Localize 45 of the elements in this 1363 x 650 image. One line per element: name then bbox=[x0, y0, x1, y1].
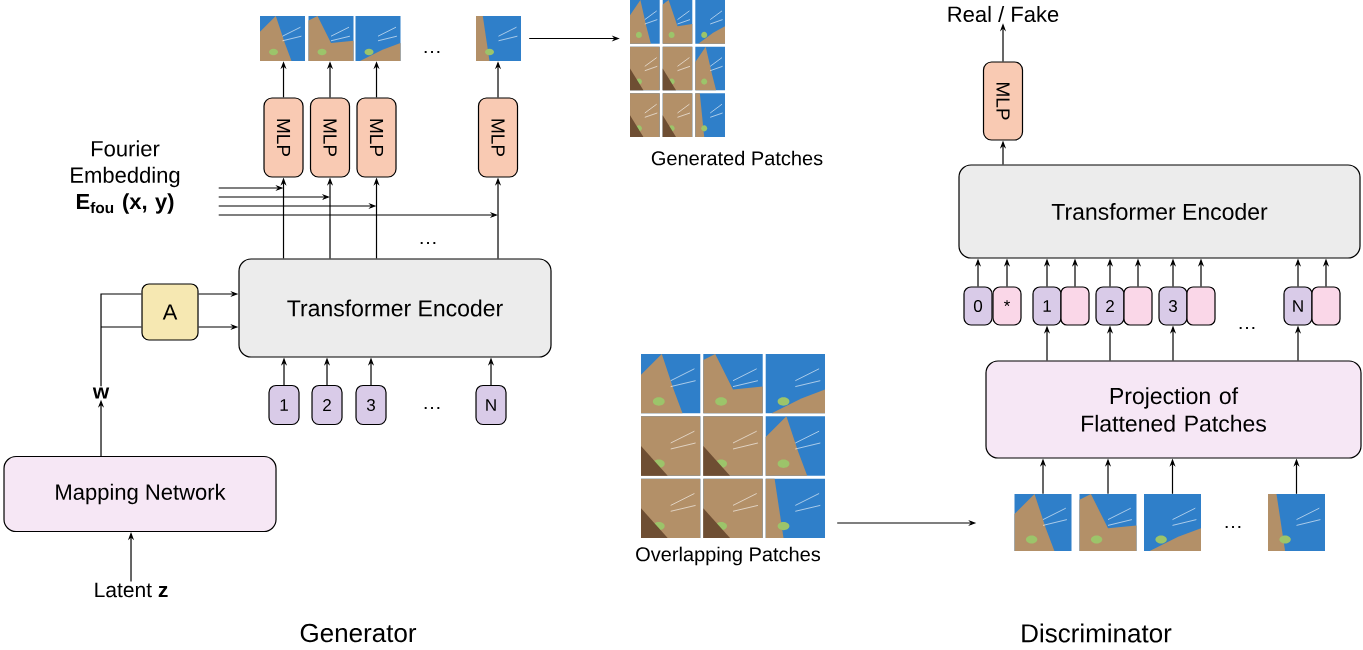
input-label: Latent z bbox=[95, 582, 168, 598]
mlp-box: MLP bbox=[477, 97, 519, 178]
token-box: * bbox=[992, 286, 1022, 326]
affine-box: A bbox=[141, 283, 199, 341]
text-label: … bbox=[1225, 525, 1241, 529]
token-box: 2 bbox=[1095, 286, 1125, 326]
mlp-box: MLP bbox=[263, 97, 304, 178]
text-label: … bbox=[424, 50, 440, 54]
arrow bbox=[100, 293, 142, 387]
encoder-box: Transformer Encoder bbox=[238, 258, 552, 358]
token-box bbox=[1060, 286, 1090, 326]
text-label: … bbox=[424, 406, 440, 410]
mlp-box: MLP bbox=[356, 97, 397, 178]
text-label: Generator bbox=[300, 623, 417, 643]
token-box: N bbox=[1283, 286, 1313, 326]
text-label: Discriminator bbox=[1022, 623, 1172, 643]
token-box bbox=[1311, 286, 1341, 326]
figure-caption: Overlapping Patches bbox=[636, 546, 821, 566]
token-box: 3 bbox=[355, 384, 387, 426]
encoder-box: Transformer Encoder bbox=[958, 164, 1361, 259]
mlp-box: MLP bbox=[309, 97, 351, 178]
projection-box: Projection of Flattened Patches bbox=[985, 360, 1362, 459]
token-box: 1 bbox=[268, 384, 300, 426]
token-box bbox=[1186, 286, 1216, 326]
token-box: 1 bbox=[1032, 286, 1062, 326]
vector-label: w bbox=[92, 387, 110, 399]
patch-image bbox=[260, 16, 305, 61]
embedding-label: Fourier Embedding E$_{fou}$ (x, y) bbox=[71, 140, 180, 214]
text-label: … bbox=[1239, 326, 1255, 330]
mapping-network-box: Mapping Network bbox=[3, 455, 277, 533]
patch-image bbox=[1014, 494, 1072, 551]
figure-caption: Generated Patches bbox=[651, 150, 823, 166]
token-box: N bbox=[475, 384, 507, 426]
output-label: Real / Fake bbox=[948, 5, 1059, 23]
patch-image bbox=[308, 16, 354, 61]
patch-image bbox=[476, 16, 521, 61]
patch-image bbox=[355, 16, 401, 61]
token-box: 3 bbox=[1158, 286, 1188, 326]
patch-image bbox=[1268, 494, 1325, 551]
patch-image bbox=[1079, 494, 1137, 551]
patch-image bbox=[1144, 494, 1201, 551]
token-box bbox=[1123, 286, 1153, 326]
token-box: 2 bbox=[311, 384, 343, 426]
token-box: 0 bbox=[963, 286, 993, 326]
mlp-box: MLP bbox=[982, 61, 1024, 141]
